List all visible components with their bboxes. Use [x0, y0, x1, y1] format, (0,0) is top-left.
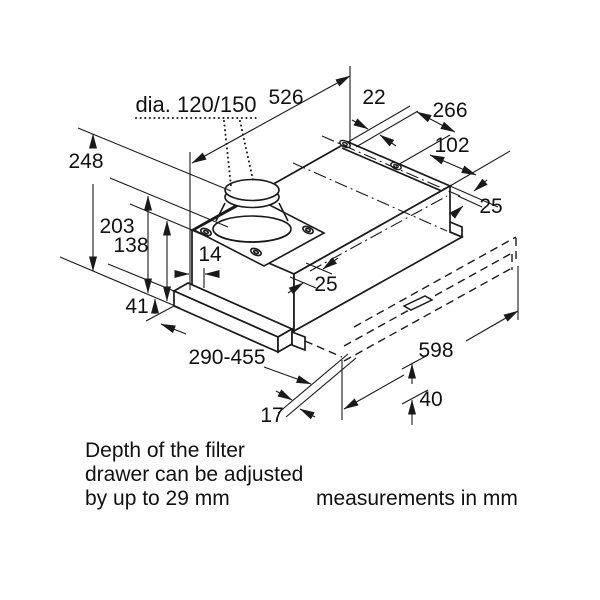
- duct-assembly: [192, 178, 326, 267]
- ext-25front-left: [289, 276, 317, 289]
- dim-diameter-label: dia. 120/150: [135, 92, 256, 117]
- diameter-leader-right: [239, 120, 254, 181]
- ext-17-right: [285, 357, 357, 418]
- units-note: measurements in mm: [316, 487, 518, 510]
- visor-step: [291, 330, 306, 352]
- drawer-top-back-edge: [353, 236, 517, 328]
- screw-hole-icon: [252, 249, 260, 255]
- ext-22-left: [347, 105, 411, 143]
- ref-visor-front: [145, 305, 175, 322]
- dim-line-290-right: [263, 366, 312, 385]
- ext-17-left: [277, 353, 349, 414]
- dim-41-label: 41: [125, 295, 148, 318]
- dim-102-label: 102: [434, 134, 469, 157]
- dim-line-266: [416, 111, 456, 133]
- dim-138-label: 138: [113, 234, 148, 257]
- diameter-leader-left: [223, 120, 232, 187]
- duct-collar-cone-walls: [215, 202, 289, 222]
- dimension-lines: [89, 75, 519, 425]
- dim-266-label: 266: [432, 99, 467, 122]
- filter-note-line2: drawer can be adjusted: [85, 463, 303, 486]
- dim-line-598-left: [343, 374, 405, 410]
- screw-hole-icon: [202, 229, 210, 235]
- dim-40-label: 40: [419, 388, 442, 411]
- dim-arrow-17-right: [299, 408, 316, 420]
- ext-25top-back: [449, 185, 499, 208]
- hood-side-notch: [449, 221, 463, 239]
- dim-25-top-label: 25: [479, 195, 502, 218]
- notes: Depth of the filter drawer can be adjust…: [85, 439, 518, 510]
- drawer-left-join: [304, 340, 343, 358]
- filter-note-line3: by up to 29 mm: [85, 487, 230, 510]
- ref-138-top: [129, 203, 193, 231]
- ext-266-right: [395, 134, 451, 167]
- diameter-leaders: [135, 117, 258, 187]
- visor-bar: [172, 282, 306, 354]
- dim-arrow-25top-a: [473, 178, 488, 192]
- dim-203-label: 203: [99, 215, 134, 238]
- ext-22-right: [355, 110, 419, 148]
- duct-collar-top-rim: [224, 178, 280, 202]
- ext-102-right: [449, 150, 511, 187]
- ext-40-top: [401, 354, 429, 370]
- dim-line-598-right: [465, 310, 519, 342]
- dim-598-label: 598: [418, 339, 453, 362]
- dim-arrow-22-right: [379, 134, 397, 147]
- dimension-labels: dia. 120/150 526 22 266 102 25 248 203 1…: [68, 86, 502, 427]
- ref-bottom: [59, 256, 181, 309]
- dim-526-label: 526: [268, 86, 303, 109]
- dim-248-label: 248: [68, 150, 103, 173]
- dim-arrow-17-left: [275, 389, 293, 401]
- dim-arrow-22-left: [351, 118, 369, 130]
- filter-note-line1: Depth of the filter: [85, 439, 245, 462]
- drawer-bottom-edge: [343, 267, 513, 362]
- drawer-handle: [402, 295, 434, 311]
- dim-line-526: [191, 75, 351, 164]
- top-face-centerline: [292, 162, 448, 232]
- dim-17-label: 17: [260, 404, 283, 427]
- ref-203-top: [109, 177, 229, 228]
- dim-22-label: 22: [362, 86, 385, 109]
- dim-line-290-left: [160, 323, 187, 335]
- dim-290-455-label: 290-455: [188, 346, 265, 369]
- dim-25-front-label: 25: [314, 273, 337, 296]
- dim-arrow-25top-b: [449, 205, 464, 219]
- dim-arrow-25front-a: [322, 257, 339, 270]
- plate-screw-holes: [200, 225, 314, 257]
- ext-40-bottom: [401, 389, 429, 405]
- dim-14-label: 14: [198, 243, 222, 266]
- ref-41-top: [107, 263, 175, 292]
- duct-collar-foot-ring: [213, 231, 291, 243]
- ext-25front-right: [305, 262, 333, 275]
- screw-hole-icon: [304, 227, 312, 233]
- hood-back-flange-edge: [341, 147, 445, 193]
- ref-248-top: [77, 127, 232, 192]
- dim-arrow-25front-b: [287, 282, 304, 295]
- ext-25top-front: [457, 195, 483, 208]
- dim-line-102: [429, 154, 477, 176]
